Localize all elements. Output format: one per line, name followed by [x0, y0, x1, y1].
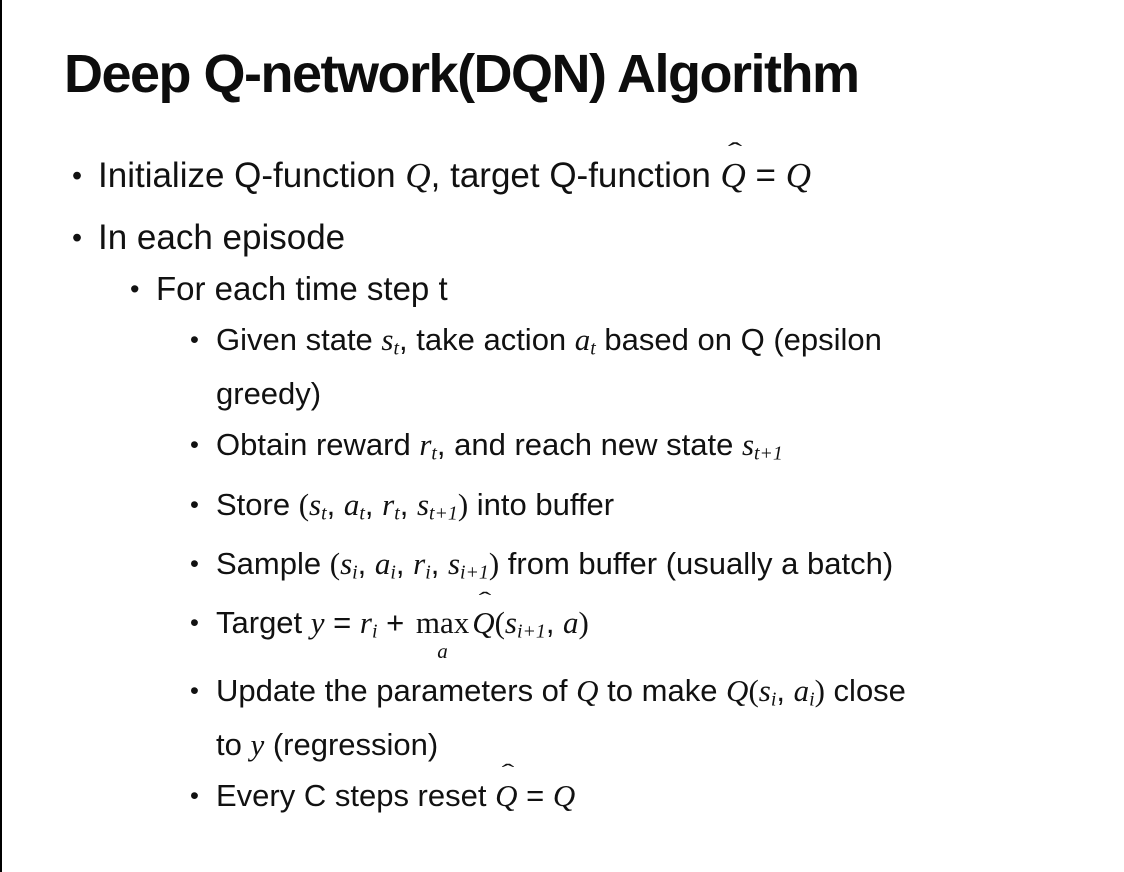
bullet-text: For each time step t [156, 270, 448, 307]
bullet-item: • Given state st, take action at based on… [0, 317, 1124, 417]
bullet-list: • Initialize Q-function Q, target Q-funct… [0, 138, 1124, 819]
bullet-text: In each episode [98, 218, 346, 257]
bullet-dot-icon: • [190, 431, 199, 460]
bullet-item: • Initialize Q-function Q, target Q-funct… [0, 138, 1124, 199]
bullet-text: Obtain reward rt, and reach new state st… [216, 427, 783, 465]
bullet-dot-icon: • [190, 490, 199, 519]
bullet-dot-icon: • [190, 609, 199, 638]
bullet-item: • Update the parameters of Q to make Q(si… [0, 668, 1124, 768]
bullet-text: Store (st, at, rt, st+1) into buffer [216, 486, 615, 525]
bullet-item: • Store (st, at, rt, st+1) into buffer [0, 482, 1124, 536]
bullet-dot-icon: • [190, 781, 199, 810]
bullet-text: Initialize Q-function Q, target Q-functi… [98, 138, 1028, 199]
slide-title: Deep Q-network(DQN) Algorithm [64, 44, 860, 104]
bullet-dot-icon: • [130, 274, 140, 304]
bullet-item: • Sample (si, ai, ri, si+1) from buffer (… [0, 541, 1124, 595]
bullet-dot-icon: • [190, 676, 199, 705]
bullet-item: • Obtain reward rt, and reach new state s… [0, 422, 1124, 476]
bullet-text: Sample (si, ai, ri, si+1) from buffer (u… [216, 546, 894, 584]
bullet-text: Given state st, take action at based on … [216, 322, 882, 412]
bullet-item: • For each time step t [0, 266, 1124, 312]
bullet-dot-icon: • [190, 550, 199, 579]
left-edge-line [0, 0, 2, 872]
bullet-dot-icon: • [72, 222, 83, 254]
bullet-dot-icon: • [72, 160, 83, 192]
bullet-dot-icon: • [190, 326, 199, 354]
bullet-item: • In each episode [0, 215, 1124, 261]
bullet-text: Update the parameters of Q to make Q(si,… [216, 672, 906, 762]
